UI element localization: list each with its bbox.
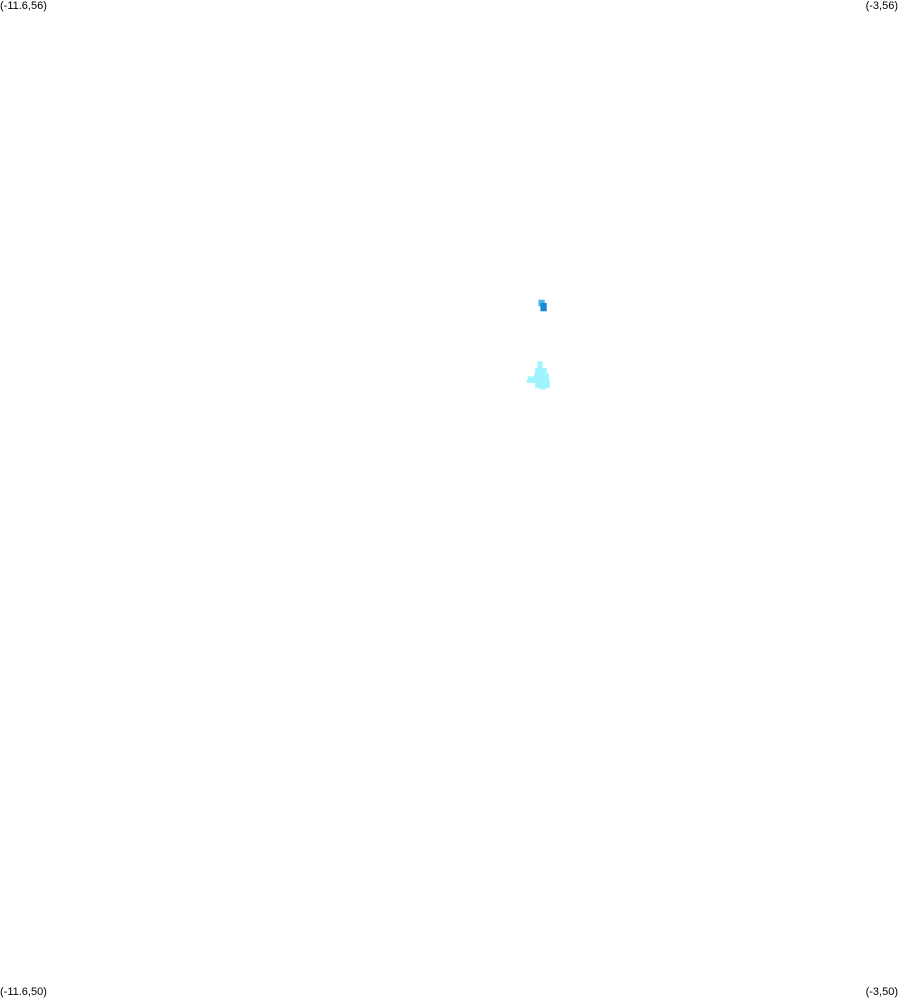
corner-label-top-right: (-3,56) [865,0,898,12]
map-raster-cell [537,361,543,368]
corner-label-bottom-right: (-3,50) [865,986,898,998]
map-raster-cell [526,379,550,383]
map-raster-cell [535,382,550,388]
map-raster-cell [534,373,549,378]
map-raster-cell [527,376,549,382]
corner-label-bottom-left: (-11.6,50) [0,986,47,998]
map-raster-cell [539,386,546,390]
corner-label-top-left: (-11.6,56) [0,0,47,12]
map-raster-cell [535,368,547,373]
map-raster-cell [540,303,547,312]
